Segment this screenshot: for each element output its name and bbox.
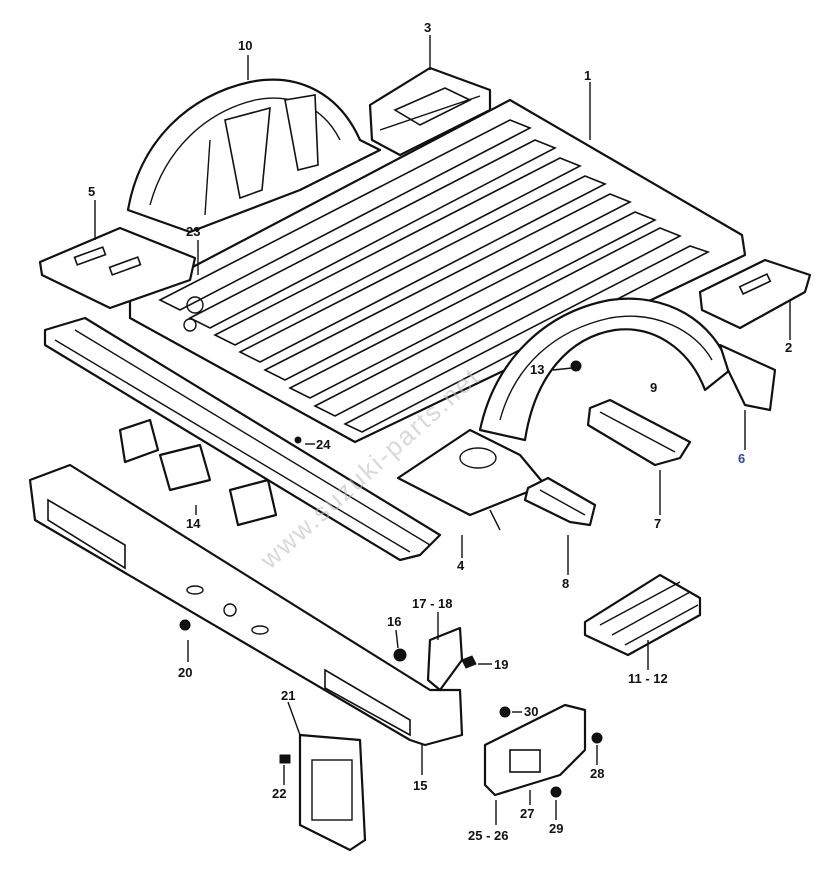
- leader-lines: [94, 35, 791, 825]
- callout-25-26: 25 - 26: [468, 828, 508, 843]
- fasteners: [179, 360, 603, 798]
- bracket-25-26-part: [483, 703, 587, 797]
- bracket-2-part: [698, 258, 812, 330]
- callouts: 1 2 3 4 5 6 7 8 9 10 11 - 12 13 14 15 16…: [88, 20, 792, 843]
- callout-7: 7: [654, 516, 661, 531]
- callout-5: 5: [88, 184, 95, 199]
- callout-22: 22: [272, 786, 286, 801]
- callout-20: 20: [178, 665, 192, 680]
- callout-28: 28: [590, 766, 604, 781]
- callout-29: 29: [549, 821, 563, 836]
- rear-wheel-house-part: [126, 78, 382, 234]
- floor-panel-part: [128, 98, 747, 444]
- callout-14: 14: [186, 516, 201, 531]
- plate-11-12-part: [583, 573, 702, 657]
- callout-8: 8: [562, 576, 569, 591]
- bracket-17-18-part: [393, 626, 477, 692]
- callout-27: 27: [520, 806, 534, 821]
- callout-4: 4: [457, 558, 465, 573]
- floor-ribs: [158, 119, 711, 433]
- callout-10: 10: [238, 38, 252, 53]
- bracket-5-part: [38, 226, 197, 310]
- callout-16: 16: [387, 614, 401, 629]
- callout-3: 3: [424, 20, 431, 35]
- callout-13: 13: [530, 362, 544, 377]
- member-7-part: [586, 398, 692, 467]
- side-sill-part: [43, 316, 442, 562]
- callout-24: 24: [316, 437, 331, 452]
- callout-23: 23: [186, 224, 200, 239]
- callout-21: 21: [281, 688, 295, 703]
- callout-11-12: 11 - 12: [628, 671, 668, 686]
- floor-section-4-part: [396, 428, 547, 531]
- callout-2: 2: [785, 340, 792, 355]
- callout-19: 19: [494, 657, 508, 672]
- callout-9: 9: [650, 380, 657, 395]
- plate-21-part: [298, 733, 367, 852]
- callout-30: 30: [524, 704, 538, 719]
- callout-15: 15: [413, 778, 427, 793]
- member-8-part: [523, 476, 597, 527]
- callout-1: 1: [584, 68, 591, 83]
- front-wheel-house-part: [478, 297, 777, 442]
- cross-member-15-part: [28, 463, 464, 747]
- callout-6: 6: [738, 451, 745, 466]
- callout-17-18: 17 - 18: [412, 596, 452, 611]
